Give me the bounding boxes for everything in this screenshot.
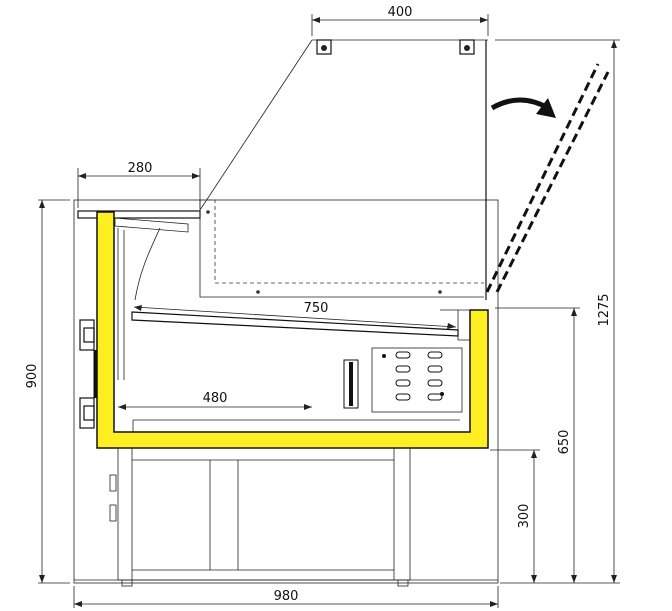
evaporator: [371, 347, 463, 413]
base-cabinet: [109, 447, 411, 587]
open-door-dashed: [485, 63, 610, 293]
dim-leg-height: 300: [517, 504, 532, 529]
dim-overall-height: 1275: [597, 293, 612, 326]
cabinet-outline: [73, 199, 499, 584]
door-rotation-arrow-icon: [490, 97, 556, 118]
dim-tray-length: 750: [304, 301, 329, 316]
dim-top-shelf-depth: 280: [128, 161, 153, 176]
tray-bottom: [132, 419, 460, 432]
dim-total-depth: 980: [274, 589, 299, 604]
dim-base-depth: 480: [203, 391, 228, 406]
dimension-arrowheads: [39, 17, 617, 607]
fan: [343, 359, 359, 409]
dimension-lines: [38, 14, 620, 608]
dim-glass-top-width: 400: [388, 5, 413, 20]
top-shelf: [77, 210, 201, 380]
product-tray: [131, 311, 459, 337]
side-handles: [79, 319, 97, 429]
dim-total-height: 900: [25, 364, 40, 389]
inner-dashed-outline: [199, 199, 484, 298]
refrigerated-tank: [96, 211, 489, 449]
curved-glass: [199, 39, 488, 300]
dim-counter-height: 650: [557, 430, 572, 455]
